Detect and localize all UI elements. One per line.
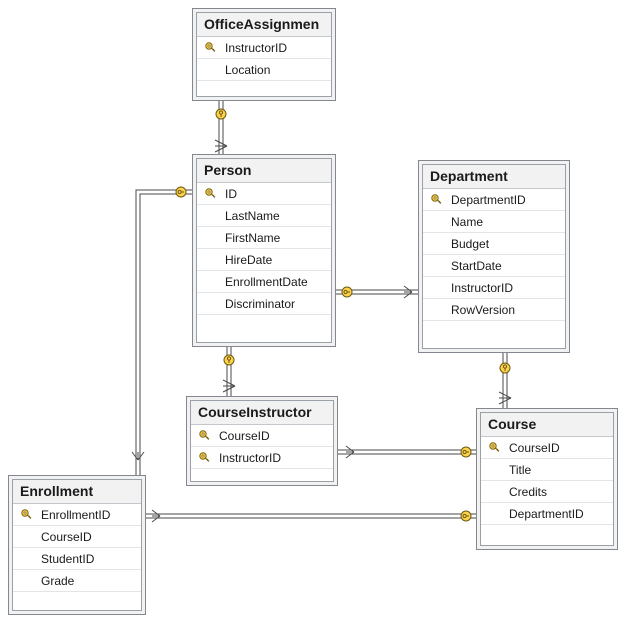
rel-person-department bbox=[336, 285, 418, 299]
no-key-spacer bbox=[201, 59, 221, 81]
field-label: EnrollmentDate bbox=[225, 274, 308, 289]
field-row[interactable]: LastName bbox=[197, 205, 331, 227]
field-label: StartDate bbox=[451, 258, 502, 273]
rel-enrollment-course bbox=[146, 509, 476, 523]
field-label: FirstName bbox=[225, 230, 281, 245]
entity-filler bbox=[191, 469, 333, 481]
field-row[interactable]: StartDate bbox=[423, 255, 565, 277]
no-key-spacer bbox=[17, 526, 37, 548]
primary-key-icon bbox=[201, 37, 221, 59]
no-key-spacer bbox=[201, 249, 221, 271]
entity-title: Person bbox=[197, 159, 331, 183]
field-label: Grade bbox=[41, 573, 75, 588]
no-key-spacer bbox=[427, 255, 447, 277]
no-key-spacer bbox=[201, 271, 221, 293]
field-label: Budget bbox=[451, 236, 490, 251]
primary-key-icon bbox=[201, 183, 221, 205]
entity-course[interactable]: Course CourseID Title Credits bbox=[476, 408, 618, 550]
field-label: InstructorID bbox=[225, 40, 288, 55]
field-row[interactable]: Discriminator bbox=[197, 293, 331, 315]
primary-key-icon bbox=[17, 504, 37, 526]
field-label: DepartmentID bbox=[509, 506, 584, 521]
entity-person[interactable]: Person ID LastName FirstName bbox=[192, 154, 336, 347]
field-label: CourseID bbox=[509, 440, 560, 455]
field-row[interactable]: InstructorID bbox=[197, 37, 331, 59]
field-row[interactable]: CourseID bbox=[481, 437, 613, 459]
field-row[interactable]: StudentID bbox=[13, 548, 141, 570]
entity-officeassignment[interactable]: OfficeAssignmen InstructorID Location bbox=[192, 8, 336, 101]
field-label: Credits bbox=[509, 484, 548, 499]
field-label: LastName bbox=[225, 208, 280, 223]
entity-title: OfficeAssignmen bbox=[197, 13, 331, 37]
field-label: Name bbox=[451, 214, 484, 229]
field-row[interactable]: InstructorID bbox=[423, 277, 565, 299]
rel-person-officeassignment bbox=[214, 101, 228, 154]
field-label: HireDate bbox=[225, 252, 273, 267]
rel-person-enrollment bbox=[131, 186, 192, 512]
primary-key-icon bbox=[427, 189, 447, 211]
field-row[interactable]: DepartmentID bbox=[423, 189, 565, 211]
field-row[interactable]: Location bbox=[197, 59, 331, 81]
entity-enrollment[interactable]: Enrollment EnrollmentID CourseID Student… bbox=[8, 475, 146, 615]
field-row[interactable]: CourseID bbox=[13, 526, 141, 548]
no-key-spacer bbox=[485, 481, 505, 503]
entity-title: Department bbox=[423, 165, 565, 189]
field-label: Location bbox=[225, 62, 271, 77]
entity-filler bbox=[197, 315, 331, 342]
field-row[interactable]: DepartmentID bbox=[481, 503, 613, 525]
field-row[interactable]: Credits bbox=[481, 481, 613, 503]
entity-title: Course bbox=[481, 413, 613, 437]
entity-filler bbox=[481, 525, 613, 545]
field-row[interactable]: RowVersion bbox=[423, 299, 565, 321]
no-key-spacer bbox=[485, 503, 505, 525]
no-key-spacer bbox=[427, 233, 447, 255]
primary-key-icon bbox=[195, 425, 215, 447]
field-label: RowVersion bbox=[451, 302, 516, 317]
field-label: EnrollmentID bbox=[41, 507, 111, 522]
entity-courseinstructor[interactable]: CourseInstructor CourseID InstructorID bbox=[186, 396, 338, 486]
no-key-spacer bbox=[17, 548, 37, 570]
field-label: StudentID bbox=[41, 551, 95, 566]
field-row[interactable]: Name bbox=[423, 211, 565, 233]
field-row[interactable]: EnrollmentDate bbox=[197, 271, 331, 293]
field-label: Title bbox=[509, 462, 532, 477]
field-label: InstructorID bbox=[219, 450, 282, 465]
field-row[interactable]: InstructorID bbox=[191, 447, 333, 469]
field-row[interactable]: FirstName bbox=[197, 227, 331, 249]
field-row[interactable]: Budget bbox=[423, 233, 565, 255]
field-label: InstructorID bbox=[451, 280, 514, 295]
field-label: ID bbox=[225, 186, 237, 201]
field-label: CourseID bbox=[41, 529, 92, 544]
no-key-spacer bbox=[17, 570, 37, 592]
field-row[interactable]: ID bbox=[197, 183, 331, 205]
no-key-spacer bbox=[427, 211, 447, 233]
field-label: CourseID bbox=[219, 428, 270, 443]
field-row[interactable]: Title bbox=[481, 459, 613, 481]
no-key-spacer bbox=[485, 459, 505, 481]
entity-filler bbox=[423, 321, 565, 348]
no-key-spacer bbox=[201, 227, 221, 249]
no-key-spacer bbox=[427, 299, 447, 321]
field-row[interactable]: CourseID bbox=[191, 425, 333, 447]
entity-filler bbox=[13, 592, 141, 610]
rel-courseinstructor-course bbox=[338, 445, 476, 459]
no-key-spacer bbox=[427, 277, 447, 299]
field-row[interactable]: Grade bbox=[13, 570, 141, 592]
no-key-spacer bbox=[201, 293, 221, 315]
primary-key-icon bbox=[195, 447, 215, 469]
field-label: Discriminator bbox=[225, 296, 296, 311]
field-row[interactable]: EnrollmentID bbox=[13, 504, 141, 526]
entity-title: Enrollment bbox=[13, 480, 141, 504]
field-label: DepartmentID bbox=[451, 192, 526, 207]
no-key-spacer bbox=[201, 205, 221, 227]
rel-department-course bbox=[498, 353, 512, 408]
entity-department[interactable]: Department DepartmentID Name Budget bbox=[418, 160, 570, 353]
entity-filler bbox=[197, 81, 331, 96]
primary-key-icon bbox=[485, 437, 505, 459]
field-row[interactable]: HireDate bbox=[197, 249, 331, 271]
entity-title: CourseInstructor bbox=[191, 401, 333, 425]
rel-person-courseinstructor bbox=[222, 347, 236, 396]
